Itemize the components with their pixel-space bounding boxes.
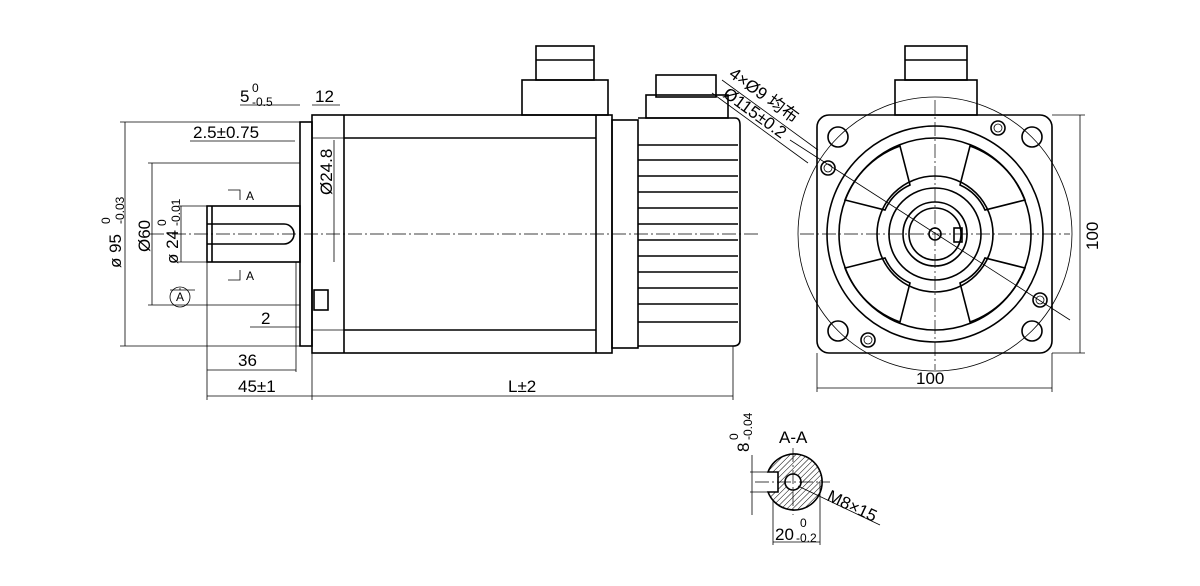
dim-d60: Ø60: [135, 220, 154, 252]
dim-36: 36: [238, 351, 257, 370]
dim-upper-tol: 0: [252, 81, 259, 95]
dim-d24-8: Ø24.8: [317, 149, 336, 195]
dim-d95-lower: -0.03: [113, 196, 127, 224]
dim-height: 100: [1083, 222, 1102, 250]
mounting-hole: [1021, 320, 1043, 342]
dim-key: 8: [734, 443, 753, 452]
dim-d24-lower: -0.01: [169, 198, 183, 226]
dim-lower-tol: -0.5: [252, 95, 273, 109]
dim-45: 45±1: [238, 377, 276, 396]
dim-d95-upper: 0: [99, 217, 113, 224]
dim-d24: ø 24: [163, 230, 182, 264]
dim-dia-upper: 0: [800, 516, 807, 530]
dim-dia: 20: [775, 525, 794, 544]
section-title: A-A: [779, 428, 808, 447]
encoder-connector: [645, 74, 729, 119]
section-view: A-A 8 0 -0.04 20 0 -0.2 M8×15: [727, 412, 881, 545]
power-connector: [521, 45, 609, 116]
dim-12: 12: [315, 87, 334, 106]
dim-key-upper: 0: [727, 433, 741, 440]
front-view: 4×Ø9 均布 Ø115±0.2 100 100: [711, 45, 1102, 392]
dim-width: 100: [916, 369, 944, 388]
dim-2: 2: [261, 309, 270, 328]
datum-circle: [169, 286, 191, 308]
dim-spigot: 2.5±0.75: [193, 123, 259, 142]
dim-d95: ø 95: [106, 234, 125, 268]
dim-d24-upper: 0: [155, 219, 169, 226]
shaft: [150, 205, 760, 263]
mounting-hole: [827, 320, 849, 342]
section-mark-bottom: A: [246, 269, 254, 283]
side-view: 5 0 -0.5 12 2.5±0.75 Ø24.8 ø 95 0 -0.03 …: [99, 45, 760, 400]
mounting-hole: [1021, 126, 1043, 148]
datum-label: A: [176, 290, 184, 304]
dim-flange-thickness: 5: [240, 87, 249, 106]
front-connector: [894, 45, 978, 116]
dim-key-lower: -0.04: [741, 412, 755, 440]
thread-note: M8×15: [824, 486, 880, 525]
side-dimensions: [120, 104, 734, 400]
mounting-hole: [827, 126, 849, 148]
dim-length: L±2: [508, 377, 536, 396]
dim-dia-lower: -0.2: [796, 531, 817, 545]
cooling-fins: [611, 117, 741, 349]
section-mark-top: A: [246, 189, 254, 203]
